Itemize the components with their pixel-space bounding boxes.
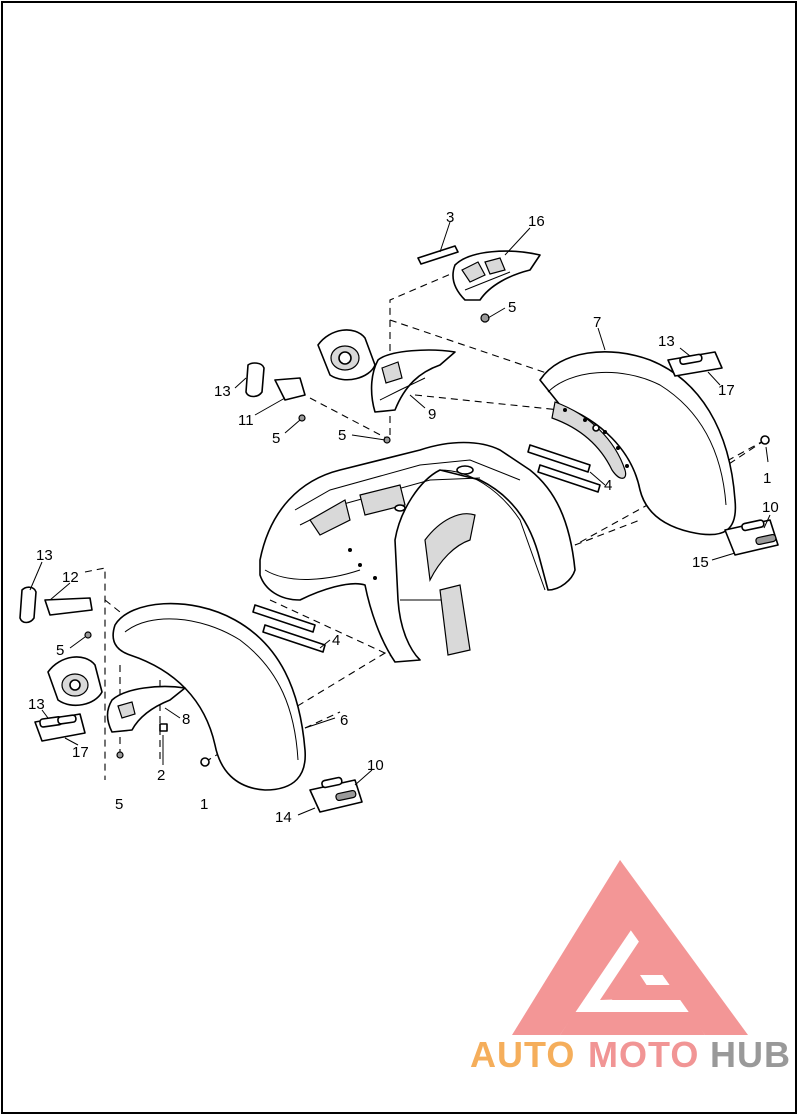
rear-fender-right [539,351,737,536]
watermark-text-hub: HUB [710,1034,791,1075]
watermark-logo: AUTO MOTO HUB [470,860,791,1075]
callout-13: 13 [214,383,231,400]
callout-10: 10 [762,499,779,516]
lamp-housing-lower [47,656,103,707]
bracket-8 [106,685,186,733]
callout-8: 8 [182,711,190,728]
callout-5: 5 [508,299,516,316]
callout-7: 7 [593,314,601,331]
reflector-pad-17-lower [34,713,86,742]
callout-4: 4 [604,477,612,494]
callout-5: 5 [115,796,123,813]
callout-5: 5 [56,642,64,659]
watermark-text-moto: MOTO [588,1034,699,1075]
reflector-pad-15 [724,519,779,556]
callout-15: 15 [692,554,709,571]
callout-13: 13 [36,547,53,564]
lamp-clip-11 [245,362,391,444]
watermark-text-auto: AUTO [470,1034,575,1075]
callout-2: 2 [157,767,165,784]
reflector-pad-14 [309,776,363,813]
watermark-triangle-icon [512,860,748,1035]
lamp-housing-upper [317,329,376,381]
callout-17: 17 [718,382,735,399]
callout-10: 10 [367,757,384,774]
callout-5: 5 [338,427,346,444]
callout-9: 9 [428,406,436,423]
callout-14: 14 [275,809,292,826]
strip-4-upper [527,444,601,493]
reflector-pad-17-upper [667,351,723,377]
strip-4-lower [252,604,326,653]
callout-1: 1 [763,470,771,487]
callout-13: 13 [658,333,675,350]
callout-5: 5 [272,430,280,447]
callout-17: 17 [72,744,89,761]
nuts-lower [116,751,210,767]
bracket-9 [370,349,456,413]
callout-4: 4 [332,632,340,649]
callout-11: 11 [238,412,254,429]
pin-3 [417,245,459,265]
callout-13: 13 [28,696,45,713]
callout-16: 16 [528,213,545,230]
leader-lines [29,221,771,816]
nut-5-top [480,313,490,323]
clip-12 [19,586,93,639]
callout-6: 6 [340,712,348,729]
fender-left [112,602,306,791]
bolt-1-right [760,435,770,445]
fender-bracket-assembly [259,441,576,663]
bracket-16 [452,250,541,301]
callout-12: 12 [62,569,79,586]
callout-3: 3 [446,209,454,226]
callout-1: 1 [200,796,208,813]
callouts: 3 16 5 7 13 17 13 11 9 5 5 1 4 10 15 13 … [28,209,779,826]
